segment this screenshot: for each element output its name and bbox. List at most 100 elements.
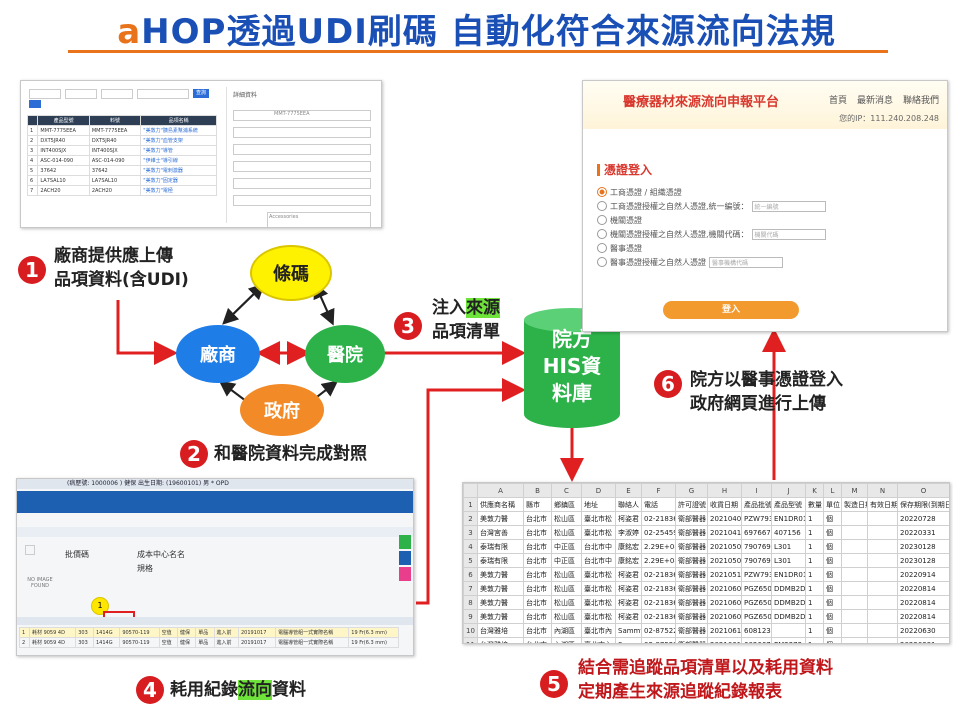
excel-cell: 松山區 xyxy=(551,525,582,540)
excel-cell: 台北市中 xyxy=(581,539,616,554)
radio-icon[interactable] xyxy=(597,187,607,197)
radio-icon[interactable] xyxy=(597,229,607,239)
side-button-blue[interactable] xyxy=(399,551,411,565)
step-1-text: 廠商提供應上傳 品項資料(含UDI) xyxy=(54,244,189,292)
excel-cell: PGZ6507 xyxy=(741,595,772,610)
excel-cell: 製造日期 xyxy=(841,497,868,512)
excel-cell: 個 xyxy=(823,637,842,643)
excel-cell: PZW7936 xyxy=(741,567,772,582)
side-button-green[interactable] xyxy=(399,535,411,549)
excel-cell: 台北市 xyxy=(523,525,552,540)
table-row: 9美敦力醫台北市松山區臺北市松柯姿君02-21836衛部醫器20210607PG… xyxy=(463,609,949,624)
table-row: 4泰瑞有限台北市中正區台北市中康銘宏2.29E+08衛部醫器2021050779… xyxy=(463,539,949,554)
excel-column-letter: I xyxy=(741,483,772,498)
col-header: 產品型號 xyxy=(37,115,90,126)
medical-code-input[interactable]: 醫事機構代碼 xyxy=(709,256,783,268)
excel-cell: 790769 xyxy=(741,553,772,568)
excel-cell: 臺北市松 xyxy=(581,595,616,610)
excel-cell: 地址 xyxy=(581,497,616,512)
excel-cell: 台灣宮善 xyxy=(477,525,524,540)
hospital-node: 醫院 xyxy=(305,325,385,383)
option-agency-personal[interactable]: 機關憑證授權之自然人憑證,機關代碼：機關代碼 xyxy=(597,227,826,241)
step-3-highlight: 來源 xyxy=(466,298,500,318)
excel-cell: EN1DR01 xyxy=(771,511,806,526)
table-row: 6美敦力醫台北市松山區臺北市松柯姿君02-21836衛部醫器20210519PZ… xyxy=(463,567,949,582)
radio-icon[interactable] xyxy=(597,215,607,225)
excel-cell: 台北市 xyxy=(523,567,552,582)
excel-cell: 衛部醫器 xyxy=(675,609,708,624)
excel-cell xyxy=(867,539,898,554)
radio-icon[interactable] xyxy=(597,257,607,267)
table-row: 8美敦力醫台北市松山區臺北市松柯姿君02-21836衛部醫器20210607PG… xyxy=(463,595,949,610)
login-button[interactable]: 登入 xyxy=(663,301,799,319)
option-medical-personal[interactable]: 醫事憑證授權之自然人憑證醫事機構代碼 xyxy=(597,255,826,269)
nav-contact[interactable]: 聯絡我們 xyxy=(902,96,939,106)
excel-cell: 1 xyxy=(805,609,824,624)
excel-cell: 個 xyxy=(823,595,842,610)
option-medical-cert[interactable]: 醫事憑證 xyxy=(597,241,826,255)
excel-cell: 20210519 xyxy=(707,567,742,582)
step-4-highlight: 流向 xyxy=(238,680,272,700)
excel-cell: 柯姿君 xyxy=(615,609,642,624)
consumption-screenshot: (病歷號: 1000006 ) 健保 出生日期: (19600101) 男 * … xyxy=(16,478,414,656)
table-row: 2美敦力醫台北市松山區臺北市松柯姿君02-21836衛部醫器20210407PZ… xyxy=(463,511,949,526)
excel-cell: 02-21836 xyxy=(641,567,676,582)
excel-cell xyxy=(867,553,898,568)
excel-cell: 松山區 xyxy=(551,595,582,610)
small-blue-button[interactable] xyxy=(29,100,41,108)
table-row: 5泰瑞有限台北市中正區台北市中康銘宏2.29E+08衛部醫器2021050779… xyxy=(463,553,949,568)
side-button-pink[interactable] xyxy=(399,567,411,581)
excel-cell: 泰瑞有限 xyxy=(477,553,524,568)
table-row: 3台灣宮善台北市松山區臺北市松李淑婷02-25459衛部醫器2021041269… xyxy=(463,525,949,540)
option-business-cert[interactable]: 工商憑證 / 組織憑證 xyxy=(597,185,826,199)
excel-cell: PGZ6507 xyxy=(741,609,772,624)
excel-cell: 台北市 xyxy=(523,623,552,638)
excel-cell: 產品型號 xyxy=(771,497,806,512)
excel-cell: 02-87522 xyxy=(641,637,676,643)
excel-cell: 康銘宏 xyxy=(615,539,642,554)
excel-row-number: 7 xyxy=(463,581,478,596)
option-business-personal[interactable]: 工商憑證授權之自然人憑證,統一編號：統一編號 xyxy=(597,199,826,213)
step-1-line1: 廠商提供應上傳 xyxy=(54,246,173,266)
tax-id-input[interactable]: 統一編號 xyxy=(751,200,826,212)
excel-cell xyxy=(841,609,868,624)
excel-cell: 中正區 xyxy=(551,539,582,554)
search-button[interactable]: 查詢 xyxy=(193,89,209,98)
excel-column-letter: A xyxy=(477,483,524,498)
excel-cell: 6026676 xyxy=(741,637,772,643)
radio-icon[interactable] xyxy=(597,243,607,253)
radio-icon[interactable] xyxy=(597,201,607,211)
excel-cell: 台北市 xyxy=(523,637,552,643)
excel-cell: 臺北市松 xyxy=(581,581,616,596)
option-agency-cert[interactable]: 機關憑證 xyxy=(597,213,826,227)
excel-cell xyxy=(841,511,868,526)
step-5-text: 結合需追蹤品項清單以及耗用資料 定期產生來源追蹤紀錄報表 xyxy=(578,656,833,704)
excel-cell: 20230128 xyxy=(897,553,949,568)
no-image-label: NO IMAGE FOUND xyxy=(27,577,53,589)
excel-cell: PGZ6507 xyxy=(741,581,772,596)
excel-cell: 有效日期 xyxy=(867,497,898,512)
login-section-title: 憑證登入 xyxy=(597,161,652,178)
toolbar xyxy=(17,491,413,513)
excel-cell: 20220331 xyxy=(897,637,949,643)
excel-cell: 柯姿君 xyxy=(615,511,642,526)
nav-home[interactable]: 首頁 xyxy=(828,96,847,106)
excel-column-letter: B xyxy=(523,483,552,498)
title-rest: 透過UDI刷碼 自動化符合來源流向法規 xyxy=(226,12,836,52)
excel-cell: 臺北市松 xyxy=(581,609,616,624)
accessories-field[interactable]: Accessories xyxy=(267,212,371,227)
excel-column-letter: O xyxy=(897,483,949,498)
excel-cell: 個 xyxy=(823,511,842,526)
nav-news[interactable]: 最新消息 xyxy=(856,96,893,106)
gov-node: 政府 xyxy=(240,384,324,436)
excel-cell: 個 xyxy=(823,525,842,540)
detail-field[interactable]: MMT-7775EEA xyxy=(233,110,371,121)
page-title: aHOP透過UDI刷碼 自動化符合來源流向法規 xyxy=(0,4,953,53)
agency-code-input[interactable]: 機關代碼 xyxy=(751,228,826,240)
table-row: 10台灣雅培台北市內湖區臺北市內Sammy L02-87522衛部醫器20210… xyxy=(463,623,949,638)
excel-cell: 20230128 xyxy=(897,539,949,554)
